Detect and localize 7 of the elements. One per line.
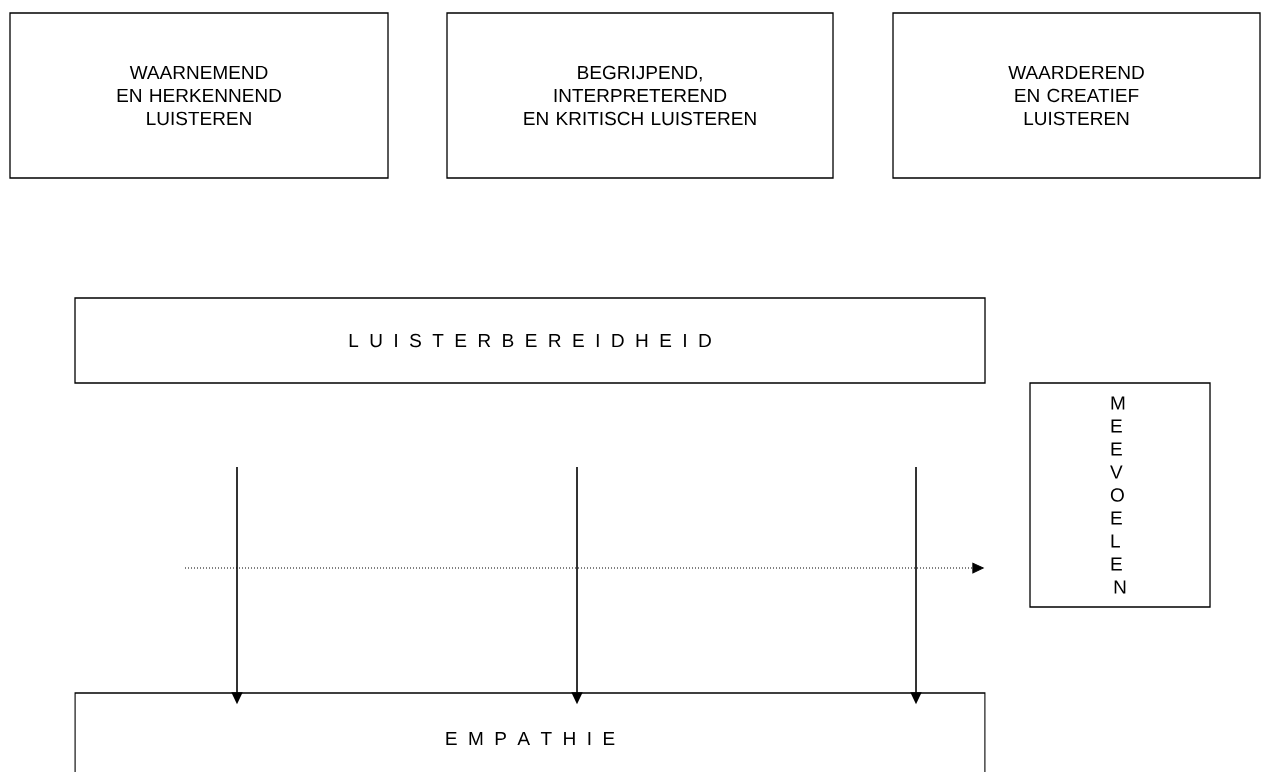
process-box: L U I S T E R B E R E I D H E I D	[74, 297, 986, 384]
process-box: MEEVOELEN	[1029, 382, 1211, 608]
process-box: WAARDEREND EN CREATIEF LUISTEREN	[892, 12, 1261, 179]
process-box: BEGRIJPEND, INTERPRETEREND EN KRITISCH LUISTEREN	[446, 12, 834, 179]
process-box: E M P A T H I E	[74, 692, 986, 772]
process-box: WAARNEMEND EN HERKENNEND LUISTEREN	[9, 12, 389, 179]
arrow	[184, 562, 984, 574]
